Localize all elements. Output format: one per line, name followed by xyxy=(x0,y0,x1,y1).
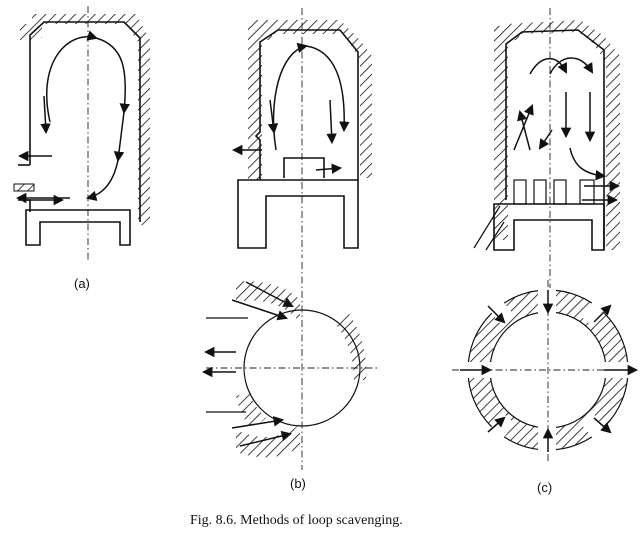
piston-c xyxy=(493,203,605,251)
section-c xyxy=(452,280,640,462)
cylinder-b-wall xyxy=(254,29,359,180)
cylinder-c-wall xyxy=(505,29,605,250)
label-c: (c) xyxy=(537,480,552,495)
piston-b xyxy=(237,179,359,249)
section-b xyxy=(201,262,380,470)
deflector-b xyxy=(283,157,325,178)
cylinder-a-wall xyxy=(29,21,141,222)
cylinder-a xyxy=(13,6,150,262)
label-a: (a) xyxy=(74,276,90,291)
port-a xyxy=(13,183,35,192)
piston-a xyxy=(25,209,131,246)
ports-c xyxy=(513,179,595,205)
cylinder-b xyxy=(231,8,372,258)
figure-caption: Fig. 8.6. Methods of loop scavenging. xyxy=(190,513,403,528)
label-b: (b) xyxy=(290,476,306,491)
cylinder-c xyxy=(473,8,621,300)
